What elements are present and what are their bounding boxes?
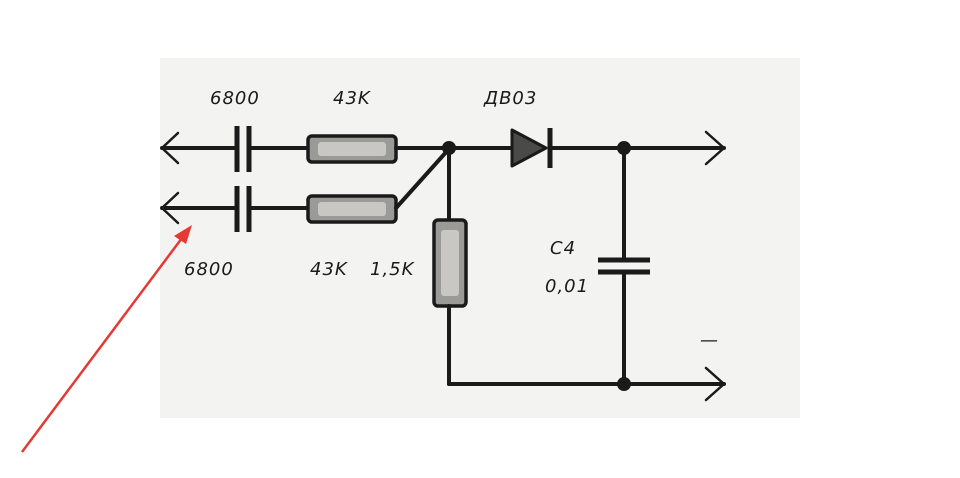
shunt-resistor-branch xyxy=(432,146,468,386)
diode-triangle-icon xyxy=(510,128,548,168)
label-res-bottom: 43K xyxy=(310,259,348,280)
top-input-branch xyxy=(160,126,450,172)
label-res-top: 43K xyxy=(333,88,371,109)
label-diode: ДВ03 xyxy=(483,88,537,109)
bottom-resistor-core xyxy=(318,202,386,216)
label-res-vertical: 1,5K xyxy=(370,259,415,280)
diagram-paper xyxy=(160,58,800,418)
annotation-arrow-head xyxy=(174,225,192,244)
label-cap-top: 6800 xyxy=(210,88,260,109)
top-resistor-core xyxy=(318,142,386,156)
shunt-resistor-core xyxy=(441,230,459,296)
output-top-arrow-icon xyxy=(704,130,726,166)
return-branch xyxy=(447,366,726,402)
bottom-res-diagonal-wire xyxy=(394,148,450,210)
output-capacitor-branch xyxy=(598,141,650,391)
diode-branch xyxy=(447,128,726,168)
annotation-arrow-line xyxy=(20,237,184,453)
bottom-input-branch xyxy=(160,148,450,232)
annotation-arrow-icon xyxy=(20,225,192,453)
label-minus-sign: — xyxy=(700,330,719,351)
label-c4-name: C4 xyxy=(550,238,576,259)
label-c4-value: 0,01 xyxy=(545,276,589,297)
output-bottom-arrow-icon xyxy=(704,366,726,402)
label-cap-bottom: 6800 xyxy=(184,259,234,280)
